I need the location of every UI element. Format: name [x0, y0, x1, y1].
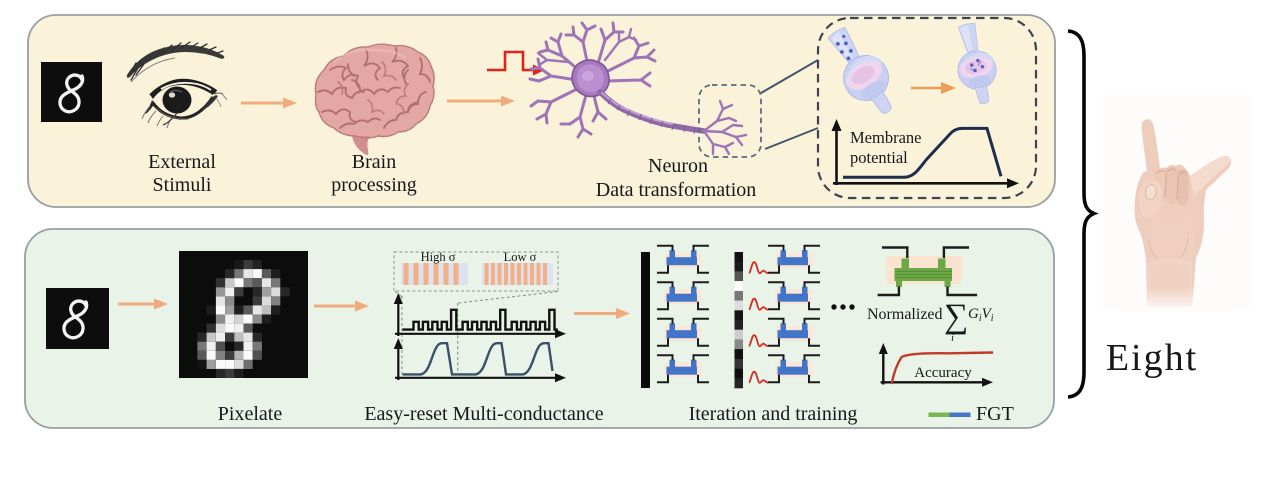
svg-text:FGT: FGT	[976, 403, 1014, 425]
svg-text:Normalized: Normalized	[867, 306, 943, 323]
svg-text:Accuracy: Accuracy	[914, 365, 972, 381]
svg-text:Brain: Brain	[352, 151, 396, 173]
svg-text:processing: processing	[331, 174, 417, 196]
svg-text:∑: ∑	[944, 298, 968, 335]
svg-text:Easy-reset Multi-conductance: Easy-reset Multi-conductance	[364, 403, 603, 425]
svg-text:Low σ: Low σ	[504, 250, 537, 264]
svg-text:Membrane: Membrane	[850, 128, 921, 147]
svg-text:Eight: Eight	[1106, 337, 1198, 379]
svg-text:Neuron: Neuron	[648, 155, 708, 177]
svg-text:Data transformation: Data transformation	[596, 179, 757, 201]
svg-text:GiVi: GiVi	[968, 306, 994, 324]
svg-text:Stimuli: Stimuli	[153, 174, 212, 196]
svg-text:External: External	[148, 151, 216, 173]
svg-text:i: i	[951, 332, 954, 344]
svg-text:Iteration and training: Iteration and training	[689, 403, 858, 425]
svg-text:potential: potential	[850, 148, 908, 167]
svg-text:High σ: High σ	[421, 250, 456, 264]
svg-text:Pixelate: Pixelate	[218, 403, 283, 425]
